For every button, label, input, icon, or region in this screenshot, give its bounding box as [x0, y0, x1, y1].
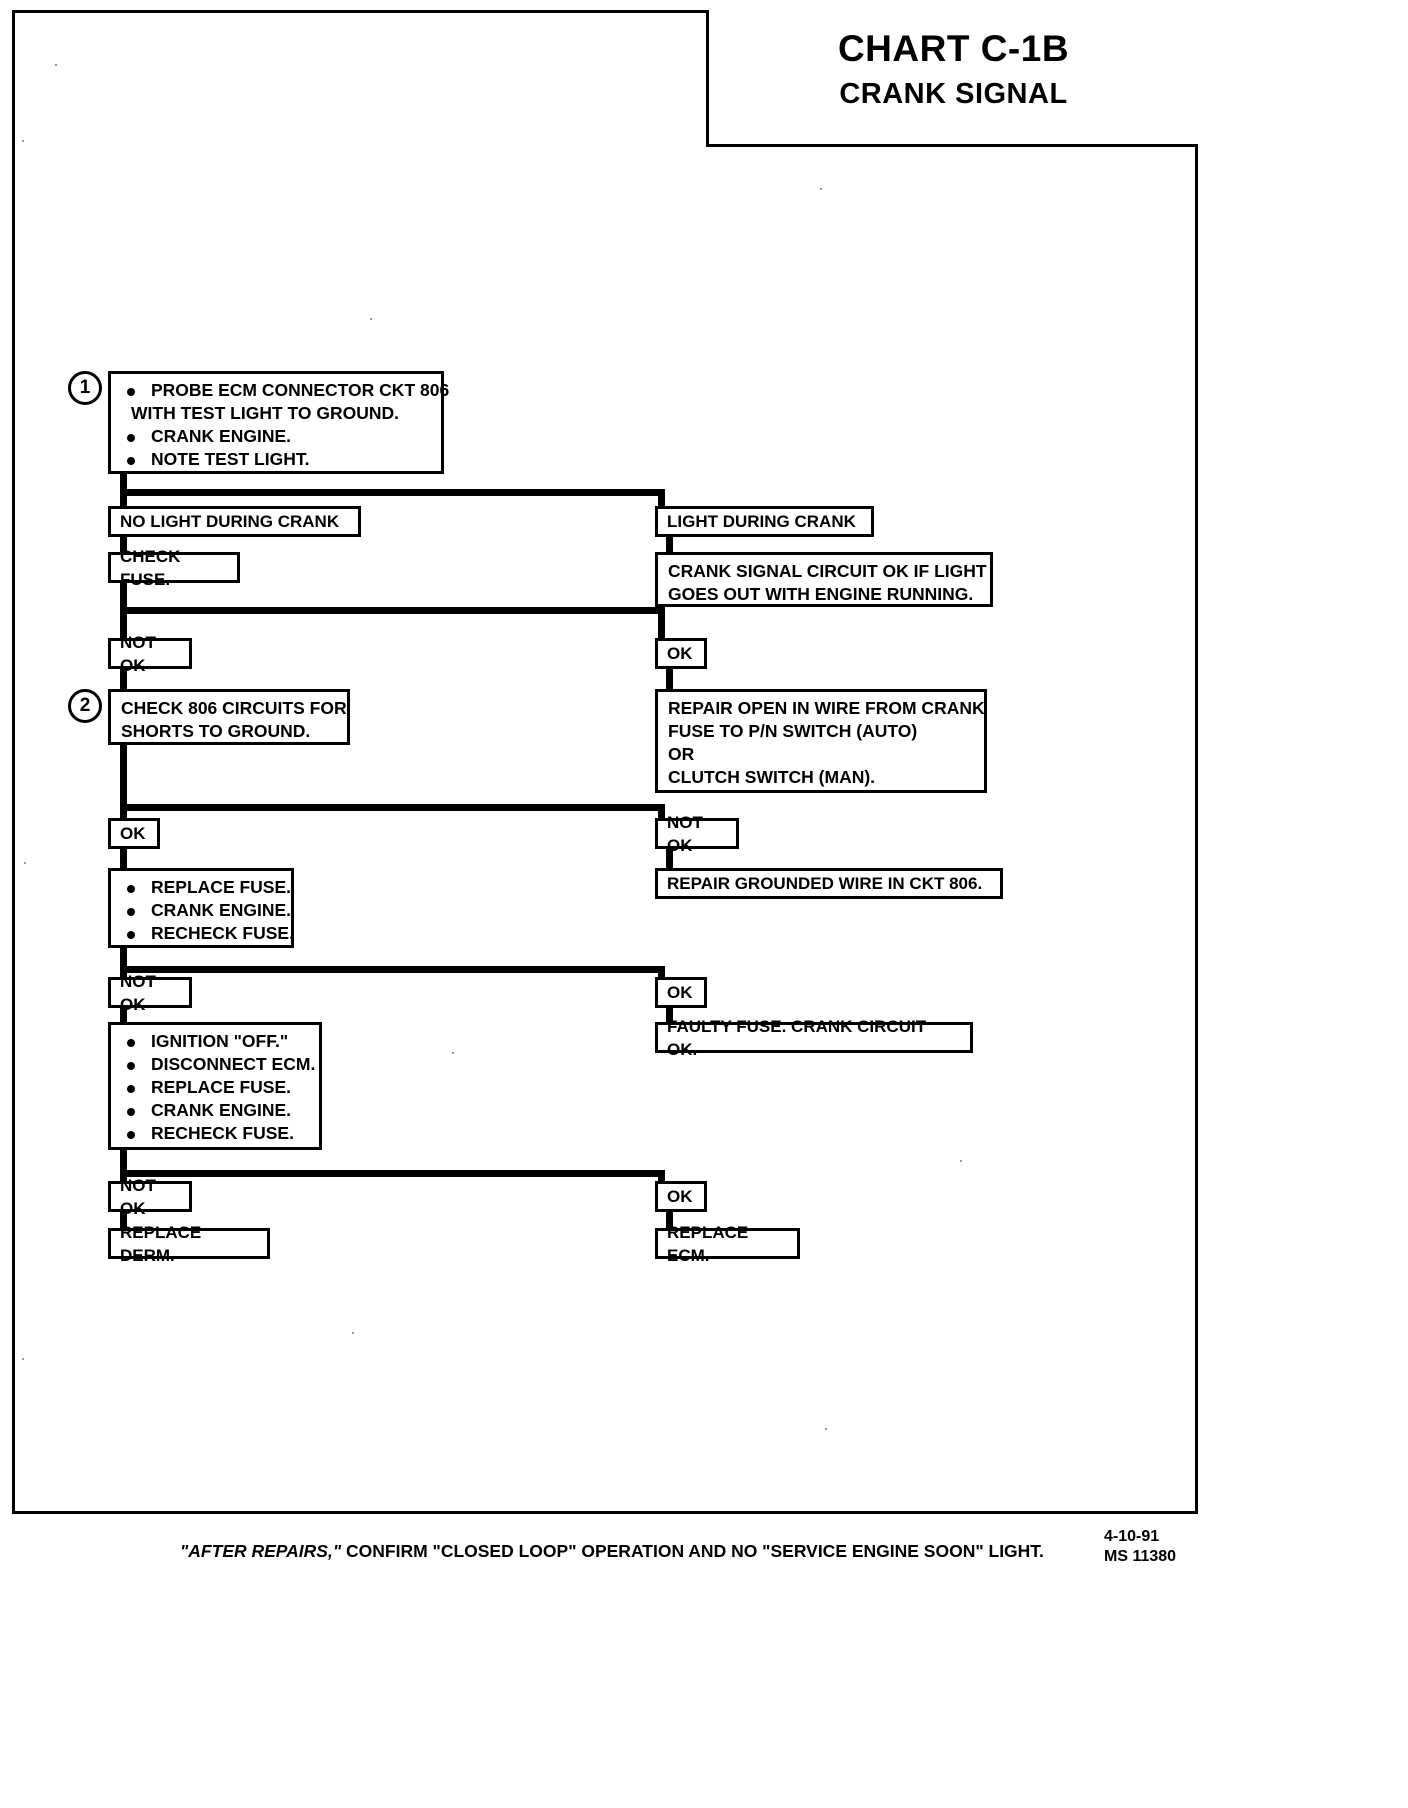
ignition-item-2: DISCONNECT ECM. [121, 1053, 315, 1076]
connector-notOk4-to-replaceDerm [120, 1212, 127, 1230]
connector-checkFuse-horizontal [120, 607, 665, 614]
scan-speck [24, 862, 26, 864]
action-check-fuse: CHECK FUSE. [108, 547, 240, 589]
footer-note-emphasis: "AFTER REPAIRS," [180, 1541, 342, 1561]
ignition-item-1: IGNITION "OFF." [121, 1030, 310, 1053]
result-ok-1: OK [655, 638, 707, 669]
title-block: CHART C-1B CRANK SIGNAL [706, 10, 1198, 147]
connector-ignition-horizontal [120, 1170, 665, 1177]
repair-open-line-4: CLUTCH SWITCH (MAN). [668, 767, 876, 787]
crank-ok-line-2: GOES OUT WITH ENGINE RUNNING. [668, 584, 974, 604]
result-ok-3: OK [655, 977, 707, 1008]
ignition-item-5: RECHECK FUSE. [121, 1122, 310, 1145]
replace-fuse-item-2: CRANK ENGINE. [121, 899, 291, 922]
step-1-box: PROBE ECM CONNECTOR CKT 806 WITH TEST LI… [108, 371, 449, 474]
connector-ok1-down [658, 607, 665, 641]
connector-notOk2-to-repairGround [666, 849, 673, 870]
action-ignition-off-list: IGNITION "OFF." DISCONNECT ECM. REPLACE … [108, 1022, 322, 1150]
footer-note-rest: CONFIRM "CLOSED LOOP" OPERATION AND NO "… [341, 1541, 1044, 1561]
repair-open-line-3: OR [668, 744, 695, 764]
scan-speck [960, 1160, 962, 1162]
repair-open-line-2: FUSE TO P/N SWITCH (AUTO) [668, 721, 918, 741]
connector-ok2-to-replaceFuse [120, 849, 127, 870]
result-not-ok-1: NOT OK [108, 633, 192, 675]
replace-fuse-item-3: RECHECK FUSE. [121, 922, 294, 945]
connector-light-down [658, 489, 665, 515]
step-marker-2: 2 [68, 689, 102, 723]
action-replace-derm: REPLACE DERM. [108, 1223, 270, 1265]
connector-ok4-to-replaceEcm [666, 1212, 673, 1230]
scan-speck [820, 188, 822, 190]
connector-noLight-to-checkFuse [120, 537, 127, 554]
action-replace-ecm: REPLACE ECM. [655, 1223, 800, 1265]
step-2-line-1: CHECK 806 CIRCUITS FOR [121, 698, 347, 718]
footer-note: "AFTER REPAIRS," CONFIRM "CLOSED LOOP" O… [180, 1541, 1044, 1562]
step-2-line-2: SHORTS TO GROUND. [121, 721, 311, 741]
page-border [12, 10, 1198, 1514]
scan-speck [452, 1052, 454, 1054]
repair-open-line-1: REPAIR OPEN IN WIRE FROM CRANK [668, 698, 985, 718]
connector-ok1-to-repairOpen [666, 669, 673, 691]
action-faulty-fuse: FAULTY FUSE. CRANK CIRCUIT OK. [655, 1017, 973, 1059]
connector-notOk3-to-ignition [120, 1008, 127, 1024]
result-not-ok-2: NOT OK [655, 813, 739, 855]
scan-speck [22, 140, 24, 142]
scan-speck [352, 1332, 354, 1334]
connector-replaceFuse-horizontal [120, 966, 665, 973]
connector-step2-horizontal [120, 804, 665, 811]
connector-light-to-crankOk [666, 537, 673, 554]
scan-speck [370, 318, 372, 320]
action-repair-open-in-wire: REPAIR OPEN IN WIRE FROM CRANK FUSE TO P… [655, 689, 987, 793]
step-1-item-note: NOTE TEST LIGHT. [121, 448, 432, 471]
ignition-item-3: REPLACE FUSE. [121, 1076, 310, 1099]
connector-ok3-to-faultyFuse [666, 1008, 673, 1024]
result-no-light-during-crank: NO LIGHT DURING CRANK [108, 506, 361, 537]
result-light-during-crank: LIGHT DURING CRANK [655, 506, 874, 537]
footer-code-block: 4-10-91 MS 11380 [1104, 1527, 1176, 1567]
action-crank-signal-circuit-ok: CRANK SIGNAL CIRCUIT OK IF LIGHT GOES OU… [655, 552, 993, 607]
step-1-item-probe: PROBE ECM CONNECTOR CKT 806 WITH TEST LI… [121, 379, 449, 425]
connector-notOk2-down [658, 804, 665, 818]
step-1-item-crank: CRANK ENGINE. [121, 425, 432, 448]
scan-speck [55, 64, 57, 66]
page-title: CHART C-1B [837, 28, 1070, 69]
scan-speck [22, 1358, 24, 1360]
connector-notOk1-to-step2 [120, 669, 127, 691]
crank-ok-line-1: CRANK SIGNAL CIRCUIT OK IF LIGHT [668, 561, 987, 581]
result-ok-2: OK [108, 818, 160, 849]
step-2-box: CHECK 806 CIRCUITS FOR SHORTS TO GROUND. [108, 689, 350, 745]
connector-step1-horizontal [120, 489, 665, 496]
ignition-item-4: CRANK ENGINE. [121, 1099, 310, 1122]
action-replace-fuse-list: REPLACE FUSE. CRANK ENGINE. RECHECK FUSE… [108, 868, 294, 948]
connector-ok4-down [658, 1170, 665, 1182]
scan-speck [825, 1428, 827, 1430]
footer-ms-number: MS 11380 [1104, 1548, 1177, 1565]
result-not-ok-3: NOT OK [108, 972, 192, 1014]
connector-step2-down [120, 745, 127, 821]
result-ok-4: OK [655, 1181, 707, 1212]
step-marker-1: 1 [68, 371, 102, 405]
footer-date: 4-10-91 [1104, 1528, 1160, 1545]
page-subtitle: CRANK SIGNAL [839, 78, 1068, 110]
action-repair-grounded-wire: REPAIR GROUNDED WIRE IN CKT 806. [655, 868, 1003, 899]
replace-fuse-item-1: REPLACE FUSE. [121, 876, 291, 899]
result-not-ok-4: NOT OK [108, 1176, 192, 1218]
connector-ok3-down [658, 966, 665, 978]
